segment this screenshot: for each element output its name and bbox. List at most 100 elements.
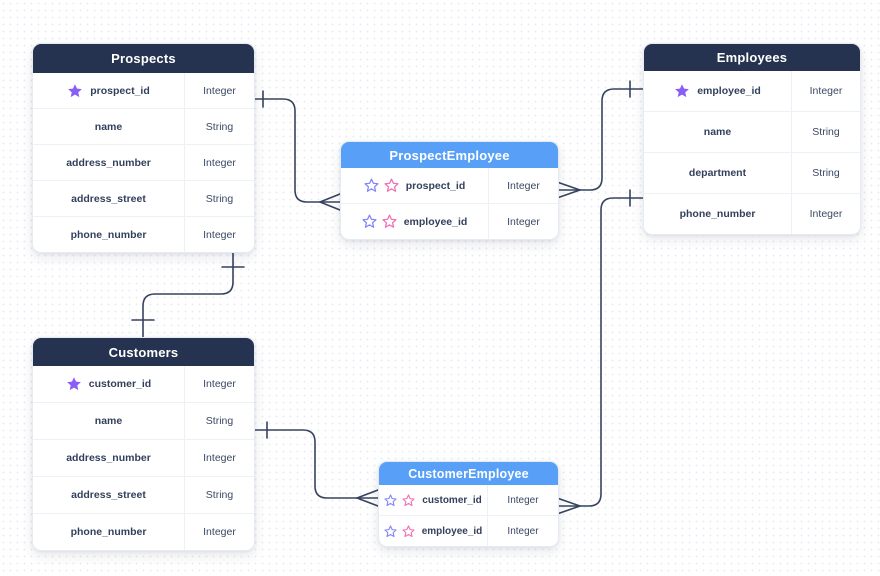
many-cardinality-prong bbox=[319, 201, 341, 211]
field-name-cell: name bbox=[33, 403, 185, 439]
primary-key-star-icon bbox=[68, 83, 83, 97]
primary-key-star-icon bbox=[66, 377, 81, 391]
relationship-line bbox=[556, 88, 644, 191]
field-name-cell: employee_id bbox=[341, 204, 489, 239]
many-cardinality-prong bbox=[356, 497, 379, 507]
field-type: Integer bbox=[203, 452, 236, 464]
field-row-address_number[interactable]: address_number Integer bbox=[33, 439, 254, 476]
field-name-cell: address_number bbox=[33, 145, 185, 180]
field-name-cell: name bbox=[33, 109, 185, 144]
field-name: employee_id bbox=[403, 215, 468, 228]
field-key-icons bbox=[384, 524, 415, 538]
table-header-customers[interactable]: Customers bbox=[33, 338, 254, 366]
field-row-phone_number[interactable]: phone_number Integer bbox=[33, 216, 254, 252]
field-name: prospect_id bbox=[405, 179, 466, 192]
field-type: Integer bbox=[507, 494, 539, 506]
relationship-line bbox=[556, 197, 644, 507]
relationship-employees-customeremployee[interactable] bbox=[556, 189, 644, 515]
field-name: phone_number bbox=[70, 228, 147, 241]
table-header-prospectemployee[interactable]: ProspectEmployee bbox=[341, 142, 558, 168]
field-row-customer_id[interactable]: customer_id Integer bbox=[379, 485, 558, 515]
field-type: Integer bbox=[809, 208, 843, 220]
field-name: address_number bbox=[66, 452, 151, 464]
primary-key-star-icon bbox=[675, 84, 690, 98]
field-key-icons bbox=[66, 376, 82, 392]
field-row-phone_number[interactable]: phone_number Integer bbox=[644, 193, 860, 234]
many-cardinality-prong bbox=[556, 497, 581, 507]
field-row-name[interactable]: name String bbox=[33, 108, 254, 144]
foreign-key-star-outline-pink-icon bbox=[402, 524, 415, 537]
relationship-prospectemployee-employees[interactable] bbox=[556, 80, 644, 199]
table-prospectemployee[interactable]: ProspectEmployee prospect_id Integer emplo… bbox=[340, 141, 559, 240]
field-row-name[interactable]: name String bbox=[33, 402, 254, 439]
field-type: String bbox=[205, 489, 234, 501]
field-name-cell: employee_id bbox=[644, 71, 792, 111]
table-title: CustomerEmployee bbox=[408, 466, 529, 481]
field-name: name bbox=[94, 120, 123, 133]
field-row-prospect_id[interactable]: prospect_id Integer bbox=[341, 168, 558, 203]
field-name: name bbox=[94, 415, 123, 427]
field-type: Integer bbox=[203, 378, 236, 390]
field-name: employee_id bbox=[421, 525, 483, 537]
field-type: String bbox=[812, 167, 840, 179]
table-title: ProspectEmployee bbox=[389, 147, 510, 163]
field-name-cell: phone_number bbox=[644, 194, 792, 234]
field-name-cell: customer_id bbox=[33, 366, 185, 402]
relationship-line bbox=[252, 429, 379, 499]
field-name-cell: customer_id bbox=[379, 485, 488, 515]
many-cardinality-prong bbox=[556, 505, 581, 515]
field-row-customer_id[interactable]: customer_id Integer bbox=[33, 366, 254, 402]
field-name: address_street bbox=[71, 192, 146, 205]
field-name: name bbox=[703, 126, 732, 138]
field-name-cell: address_street bbox=[33, 181, 185, 216]
table-header-prospects[interactable]: Prospects bbox=[33, 44, 254, 73]
field-type: String bbox=[812, 126, 840, 138]
table-header-customeremployee[interactable]: CustomerEmployee bbox=[379, 462, 558, 485]
field-key-icons bbox=[384, 493, 415, 507]
foreign-key-star-outline-pink-icon bbox=[384, 178, 399, 192]
field-name: customer_id bbox=[422, 494, 482, 506]
field-name: phone_number bbox=[70, 526, 147, 538]
field-type: Integer bbox=[507, 525, 539, 537]
field-type: Integer bbox=[507, 179, 540, 192]
field-row-employee_id[interactable]: employee_id Integer bbox=[644, 71, 860, 111]
field-type: String bbox=[205, 120, 234, 133]
field-key-icons bbox=[67, 83, 83, 99]
field-name: employee_id bbox=[697, 85, 761, 97]
relationship-customers-customeremployee[interactable] bbox=[252, 421, 379, 507]
field-row-employee_id[interactable]: employee_id Integer bbox=[379, 515, 558, 546]
foreign-key-star-outline-indigo-icon bbox=[384, 493, 397, 506]
field-type: Integer bbox=[203, 526, 236, 538]
field-name: address_number bbox=[66, 156, 151, 169]
field-type: Integer bbox=[809, 85, 843, 97]
field-key-icons bbox=[362, 214, 397, 229]
field-name-cell: name bbox=[644, 112, 792, 152]
field-name: phone_number bbox=[679, 208, 756, 220]
field-name-cell: address_number bbox=[33, 440, 185, 476]
foreign-key-star-outline-indigo-icon bbox=[364, 178, 379, 192]
table-header-employees[interactable]: Employees bbox=[644, 44, 860, 71]
relationship-prospects-prospectemployee[interactable] bbox=[252, 90, 341, 211]
field-row-name[interactable]: name String bbox=[644, 111, 860, 152]
table-title: Prospects bbox=[111, 51, 176, 66]
field-type: String bbox=[205, 415, 234, 427]
many-cardinality-prong bbox=[356, 489, 379, 499]
relationship-prospects-customers[interactable] bbox=[131, 247, 245, 338]
field-type: Integer bbox=[203, 228, 236, 241]
field-row-phone_number[interactable]: phone_number Integer bbox=[33, 513, 254, 550]
